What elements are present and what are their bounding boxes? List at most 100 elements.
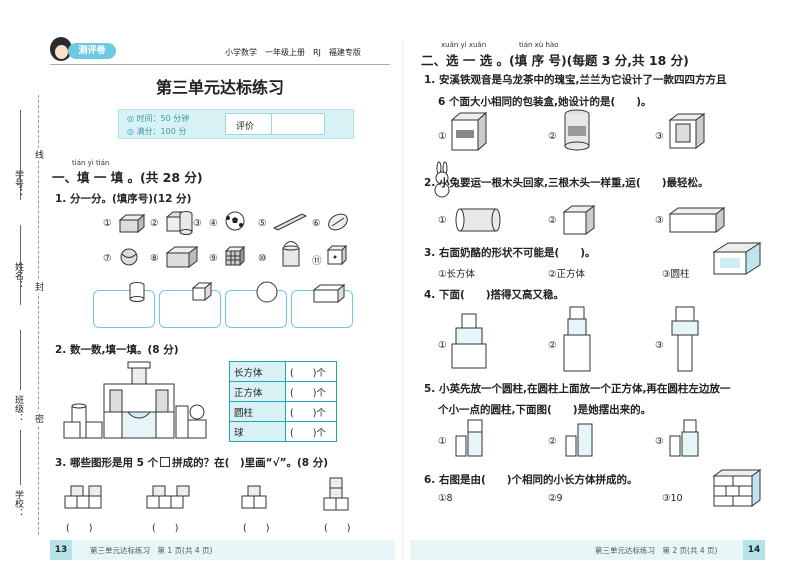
time-label: ◎ 时间：50 分钟 bbox=[127, 114, 190, 123]
fill-line bbox=[20, 225, 21, 305]
r-q1-line2: 6 个面大小相同的包装盒,她设计的是( )。 bbox=[438, 96, 652, 108]
binding-margin: 学号： 线 姓名： 封 班级： 密 学校： bbox=[0, 0, 50, 575]
q1-text: 1. 分一分。(填序号)(12 分) bbox=[55, 193, 192, 205]
table-row: 长方体 ( )个 bbox=[229, 361, 337, 382]
r-q4-opt1[interactable]: ① bbox=[438, 340, 447, 351]
soccer-ball-icon bbox=[225, 211, 245, 231]
header-info: 小学数学 一年级上册 RJ 福建专版 bbox=[225, 48, 361, 57]
rabbit-icon bbox=[434, 161, 450, 198]
r-q4-opt3[interactable]: ③ bbox=[655, 340, 664, 351]
dice-icon bbox=[326, 244, 348, 266]
bin-cylinder[interactable] bbox=[93, 290, 155, 328]
fill-line bbox=[20, 330, 21, 390]
table-cell-blank[interactable]: ( )个 bbox=[285, 361, 337, 382]
clock-icon: ◎ bbox=[127, 114, 137, 123]
package-box-tall bbox=[450, 111, 488, 152]
score-label: ◎ 满分：100 分 bbox=[127, 127, 187, 136]
rubiks-cube-icon bbox=[224, 245, 246, 267]
table-row: 球 ( )个 bbox=[229, 421, 337, 442]
cut-line bbox=[38, 95, 39, 535]
check-icon: ◎ bbox=[127, 127, 137, 136]
shape-rod bbox=[272, 213, 308, 231]
r-q1-line1: 1. 安溪铁观音是乌龙茶中的瑰宝,兰兰为它设计了一款四四方方且 bbox=[424, 74, 727, 86]
r-q5-line2: 个小一点的圆柱,下面图( )是她摆出来的。 bbox=[438, 404, 652, 416]
fill-line bbox=[20, 110, 21, 200]
school-id-label: 学号： bbox=[13, 170, 23, 197]
page-number-right: 14 bbox=[743, 540, 765, 560]
bin-icon-cylinder bbox=[129, 282, 145, 302]
arrange-figure-3 bbox=[669, 419, 699, 457]
r-q5-opt1[interactable]: ① bbox=[438, 436, 447, 447]
r-q4-opt2[interactable]: ② bbox=[548, 340, 557, 351]
bin-icon-cube bbox=[191, 281, 213, 302]
log-cube bbox=[562, 205, 596, 235]
r-q1-opt1[interactable]: ① bbox=[438, 131, 447, 142]
r-q2-opt1[interactable]: ① bbox=[438, 215, 447, 226]
bin-cube[interactable] bbox=[159, 290, 221, 328]
q1-label-9: ⑨ bbox=[209, 253, 218, 264]
r-q6-opt1[interactable]: ①8 bbox=[438, 493, 453, 504]
stack-figure-1 bbox=[451, 313, 487, 369]
q3-text: 3. 哪些图形是用 5 个拼成的？在( )里画“√”。(8 分) bbox=[55, 457, 329, 469]
left-footer: 13 第三单元达标练习 第 1 页(共 4 页) bbox=[50, 540, 395, 560]
eval-field[interactable]: 评价 bbox=[225, 113, 325, 135]
q3-blank-3[interactable]: ( ) bbox=[243, 523, 270, 534]
r-q1-opt3[interactable]: ③ bbox=[655, 131, 664, 142]
page-number-left: 13 bbox=[50, 540, 72, 560]
q1-label-10: ⑩ bbox=[258, 253, 267, 264]
eval-label: 评价 bbox=[236, 122, 255, 132]
q1-label-1: ① bbox=[103, 218, 112, 229]
page-title: 第三单元达标练习 bbox=[155, 78, 284, 97]
shape-cuboid bbox=[165, 246, 199, 268]
log-cuboid bbox=[668, 207, 726, 233]
log-cylinder bbox=[455, 208, 501, 232]
fill-line bbox=[20, 430, 21, 485]
margin-char-seal: 封 bbox=[35, 280, 45, 293]
r-q4-text: 4. 下面( )搭得又高又稳。 bbox=[424, 289, 565, 301]
r-q2-opt2[interactable]: ② bbox=[548, 215, 557, 226]
table-cell-blank[interactable]: ( )个 bbox=[285, 421, 337, 442]
table-cell-name: 正方体 bbox=[229, 381, 286, 402]
q2-text: 2. 数一数,填一填。(8 分) bbox=[55, 344, 179, 356]
r-q5-opt2[interactable]: ② bbox=[548, 436, 557, 447]
package-box-cube bbox=[668, 113, 706, 149]
q1-label-5: ⑤ bbox=[258, 218, 267, 229]
brick-stack-figure bbox=[712, 469, 762, 507]
r-q3-opt3[interactable]: ③圆柱 bbox=[662, 269, 690, 280]
q1-label-8: ⑧ bbox=[150, 253, 159, 264]
q3-blank-2[interactable]: ( ) bbox=[152, 523, 179, 534]
badge: 测评卷 bbox=[50, 37, 116, 62]
cube-figure-2 bbox=[146, 485, 190, 509]
margin-char-line: 线 bbox=[35, 148, 45, 161]
count-table: 长方体 ( )个 正方体 ( )个 圆柱 ( )个 球 ( )个 bbox=[229, 361, 337, 442]
q3-blank-1[interactable]: ( ) bbox=[66, 523, 93, 534]
q1-label-3: ③ bbox=[193, 218, 202, 229]
r-q2-opt3[interactable]: ③ bbox=[655, 215, 664, 226]
section2-title: 二、选 一 选 。(填 序 号)(每题 3 分,共 18 分) bbox=[421, 53, 689, 68]
r-q6-opt2[interactable]: ②9 bbox=[548, 493, 563, 504]
r-q5-opt3[interactable]: ③ bbox=[655, 436, 664, 447]
cheese-box-icon bbox=[712, 242, 762, 275]
block-structure-figure bbox=[63, 361, 207, 439]
bin-sphere[interactable] bbox=[225, 290, 287, 328]
r-q3-opt1[interactable]: ①长方体 bbox=[438, 269, 476, 280]
package-can bbox=[564, 109, 590, 151]
section1-title: 一、填 一 填 。(共 28 分) bbox=[52, 170, 203, 185]
section1-pinyin: tián yi tián bbox=[72, 159, 110, 167]
shape-cylinder bbox=[179, 211, 193, 235]
r-q6-opt3[interactable]: ③10 bbox=[662, 493, 683, 504]
r-q3-opt2[interactable]: ②正方体 bbox=[548, 269, 586, 280]
footer-left-text: 第三单元达标练习 第 1 页(共 4 页) bbox=[90, 546, 213, 555]
r-q5-line1: 5. 小英先放一个圆柱,在圆柱上面放一个正方体,再在圆柱左边放一 bbox=[424, 383, 731, 395]
r-q1-opt2[interactable]: ② bbox=[548, 131, 557, 142]
bucket-icon bbox=[282, 241, 300, 267]
table-cell-blank[interactable]: ( )个 bbox=[285, 381, 337, 402]
table-row: 圆柱 ( )个 bbox=[229, 401, 337, 422]
r-q3-text: 3. 右面奶酪的形状不可能是( )。 bbox=[424, 247, 596, 259]
arrange-figure-2 bbox=[565, 423, 593, 457]
small-cube-icon bbox=[160, 457, 171, 467]
q1-label-6: ⑥ bbox=[312, 218, 321, 229]
table-cell-blank[interactable]: ( )个 bbox=[285, 401, 337, 422]
q3-blank-4[interactable]: ( ) bbox=[324, 523, 351, 534]
header-rule bbox=[50, 64, 390, 65]
